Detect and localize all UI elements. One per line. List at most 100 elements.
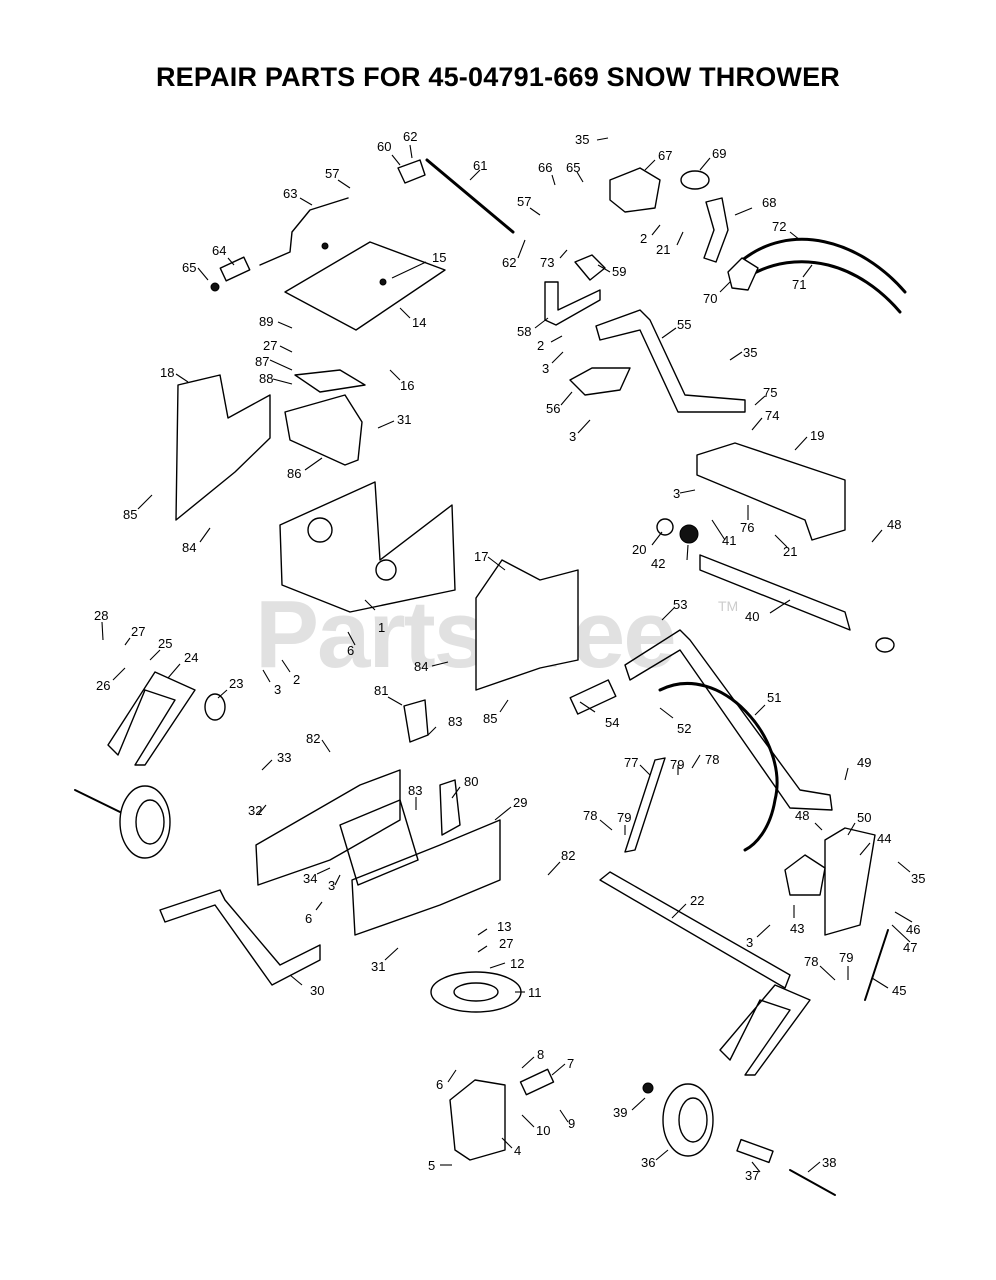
callout-label: 65 (182, 260, 196, 275)
callout-label: 5 (428, 1158, 435, 1173)
callout-label: 48 (887, 517, 901, 532)
callout-label: 65 (566, 160, 580, 175)
yoke-shape (107, 671, 196, 766)
callout-label: 6 (436, 1077, 443, 1092)
callout-label: 62 (403, 129, 417, 144)
callout-label: 10 (536, 1123, 550, 1138)
wheel-shape (662, 1083, 714, 1157)
callout-label: 25 (158, 636, 172, 651)
callout-label: 77 (624, 755, 638, 770)
rod-shape (425, 158, 515, 234)
callout-label: 88 (259, 371, 273, 386)
callout-label: 2 (293, 672, 300, 687)
bracket-shape (439, 779, 461, 836)
callout-label: 21 (783, 544, 797, 559)
link-shape (624, 757, 666, 853)
knob-shape (680, 170, 710, 190)
callout-label: 50 (857, 810, 871, 825)
spacer-shape (736, 1138, 774, 1164)
callout-label: 62 (502, 255, 516, 270)
cable-shape (743, 260, 902, 314)
callout-label: 64 (212, 243, 226, 258)
bracket-shape (544, 281, 601, 326)
callout-label: 36 (641, 1155, 655, 1170)
callout-label: 26 (96, 678, 110, 693)
callout-label: 27 (131, 624, 145, 639)
callout-label: 53 (673, 597, 687, 612)
cable-shape (738, 237, 907, 294)
callout-label: 4 (514, 1143, 521, 1158)
callout-label: 2 (640, 231, 647, 246)
pulley-shape (430, 971, 522, 1013)
ball-joint-shape (397, 159, 426, 184)
frame-shape (255, 769, 401, 886)
callout-label: 27 (499, 936, 513, 951)
callout-label: 3 (328, 878, 335, 893)
upper-handle-shape (595, 309, 746, 413)
cable-shape (658, 682, 779, 852)
callout-label: 82 (561, 848, 575, 863)
cover-plate-shape (284, 241, 446, 331)
screw-shape (379, 278, 387, 286)
callout-label: 3 (746, 935, 753, 950)
bracket-shape (569, 367, 631, 396)
callout-label: 79 (670, 757, 684, 772)
callout-labels: 62 60 61 57 35 66 65 67 69 63 57 68 15 6… (94, 129, 925, 1183)
callout-label: 34 (303, 871, 317, 886)
callout-label: 12 (510, 956, 524, 971)
callout-label: 23 (229, 676, 243, 691)
callout-label: 40 (745, 609, 759, 624)
bracket-shape (403, 699, 429, 743)
frame-shape (351, 819, 501, 936)
callout-label: 63 (283, 186, 297, 201)
callout-label: 60 (377, 139, 391, 154)
washer-shape (679, 524, 699, 544)
callout-label: 6 (347, 643, 354, 658)
callout-label: 84 (182, 540, 196, 555)
callout-label: 80 (464, 774, 478, 789)
callout-label: 79 (839, 950, 853, 965)
callout-label: 13 (497, 919, 511, 934)
callout-label: 58 (517, 324, 531, 339)
callout-label: 67 (658, 148, 672, 163)
callout-label: 22 (690, 893, 704, 908)
bushing-shape (219, 256, 251, 282)
shift-rod-shape (259, 197, 349, 266)
bushing-shape (204, 693, 226, 721)
axle-shape (699, 554, 851, 631)
callout-label: 42 (651, 556, 665, 571)
callout-label: 56 (546, 401, 560, 416)
callout-label: 57 (325, 166, 339, 181)
callout-label: 43 (790, 921, 804, 936)
washer-shape (656, 518, 674, 536)
callout-label: 9 (568, 1116, 575, 1131)
bracket-shape (784, 854, 826, 896)
callout-label: 30 (310, 983, 324, 998)
callout-label: 3 (274, 682, 281, 697)
callout-label: 78 (705, 752, 719, 767)
callout-label: 47 (903, 940, 917, 955)
bracket-shape (609, 167, 661, 213)
callout-label: 21 (656, 242, 670, 257)
callout-label: 11 (528, 985, 542, 1000)
callout-label: 29 (513, 795, 527, 810)
callout-label: 59 (612, 264, 626, 279)
callout-label: 32 (248, 803, 262, 818)
callout-label: 35 (911, 871, 925, 886)
callout-label: 70 (703, 291, 717, 306)
callout-label: 79 (617, 810, 631, 825)
frame-crossmember-shape (339, 799, 419, 886)
callout-label: 14 (412, 315, 426, 330)
callout-label: 31 (397, 412, 411, 427)
callout-label: 54 (605, 715, 619, 730)
callout-label: 35 (743, 345, 757, 360)
bolt-shape (789, 1169, 836, 1196)
callout-label: 83 (448, 714, 462, 729)
callout-label: 7 (567, 1056, 574, 1071)
pulley-hub-shape (453, 982, 499, 1002)
callout-label: 81 (374, 683, 388, 698)
callout-label: 68 (762, 195, 776, 210)
callout-label: 87 (255, 354, 269, 369)
grip-shape (569, 679, 617, 715)
callout-label: 85 (123, 507, 137, 522)
